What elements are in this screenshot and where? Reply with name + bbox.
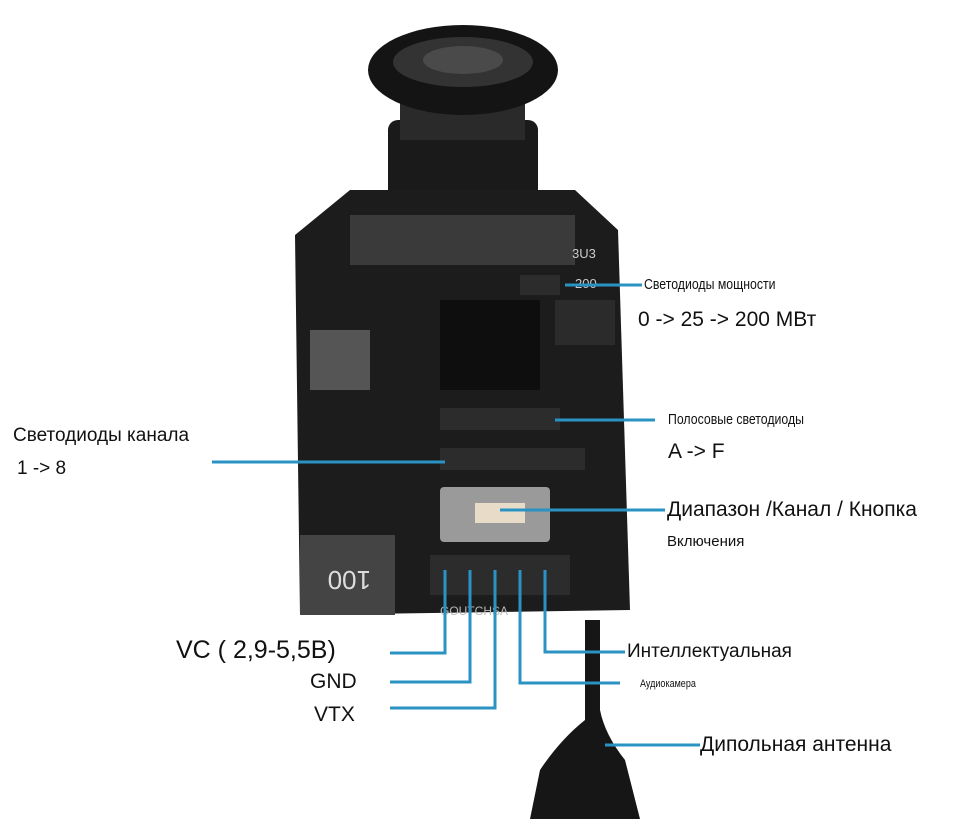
button-label-2: Включения: [667, 533, 745, 550]
button-label: Диапазон /Канал / Кнопка: [667, 498, 917, 521]
main-chip: [440, 300, 540, 390]
band-leds-label: Полосовые светодиоды: [668, 411, 805, 428]
power-values-label: 0 -> 25 -> 200 МВт: [638, 308, 817, 331]
led-rows: [440, 275, 585, 470]
smart-audio-label-2: Аудиокамера: [640, 678, 696, 690]
vtx-pin-label: VTX: [314, 703, 355, 726]
svg-text:3U3: 3U3: [572, 246, 596, 261]
band-values-label: A -> F: [668, 440, 725, 463]
antenna-cable: [530, 620, 640, 819]
pin-header: [430, 555, 570, 595]
channel-leds-label: Светодиоды канала: [13, 425, 190, 446]
inductor-marking: 100: [328, 565, 371, 595]
power-leds-label: Светодиоды мощности: [644, 276, 776, 293]
vcc-pin-label: VC ( 2,9-5,5В): [176, 636, 336, 664]
gnd-pin-label: GND: [310, 670, 357, 693]
camera-lens: [368, 25, 558, 215]
leader-lines: [212, 283, 700, 747]
inductor: [300, 535, 395, 615]
antenna-label: Дипольная антенна: [700, 733, 892, 756]
smart-audio-label: Интеллектуальная: [627, 641, 792, 662]
svg-text:GOUTCHSA: GOUTCHSA: [440, 604, 508, 618]
channel-values-label: 1 -> 8: [17, 458, 67, 479]
